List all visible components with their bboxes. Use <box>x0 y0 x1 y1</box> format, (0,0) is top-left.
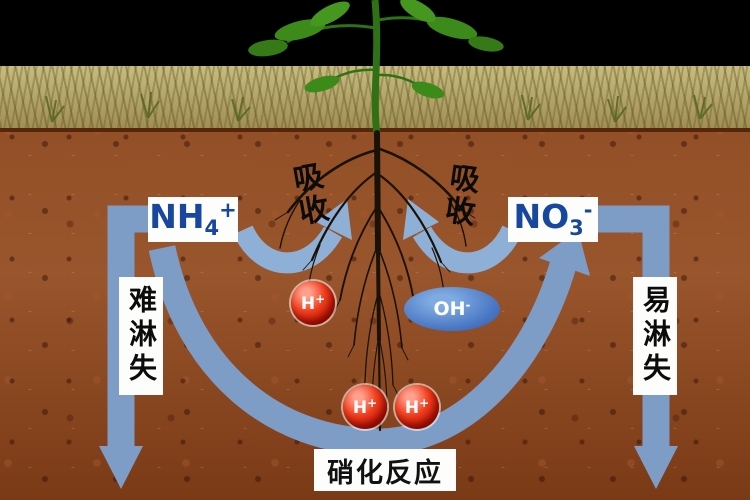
nitrate-subscript: 3 <box>569 216 584 240</box>
ammonium-formula: NH4+ <box>149 200 236 239</box>
grass-tufts-illustration <box>45 91 713 123</box>
ammonium-subscript: 4 <box>204 216 220 240</box>
ammonium-label-box: NH4+ <box>148 197 238 242</box>
nitrification-label-box: 硝化反应 <box>314 449 456 491</box>
nitrate-label-box: NO3- <box>508 197 598 242</box>
absorb-label-right: 吸收 <box>437 159 481 231</box>
nitrate-superscript: - <box>583 198 593 222</box>
easy-leach-label-box: 易淋失 <box>633 277 677 395</box>
plant-illustration <box>248 0 504 136</box>
hard-leach-label-box: 难淋失 <box>119 277 163 395</box>
hydrogen-ion-bottom-1: H+ <box>343 385 387 429</box>
hydrogen-ion-bottom-2: H+ <box>395 385 439 429</box>
nitrate-base: NO <box>513 197 570 236</box>
hydroxide-ion: OH- <box>404 287 500 331</box>
hydrogen-ion-left: H+ <box>291 281 335 325</box>
nitrate-formula: NO3- <box>513 200 592 239</box>
ammonium-base: NH <box>149 197 205 236</box>
ammonium-superscript: + <box>219 198 237 222</box>
root-system-illustration <box>274 130 476 432</box>
